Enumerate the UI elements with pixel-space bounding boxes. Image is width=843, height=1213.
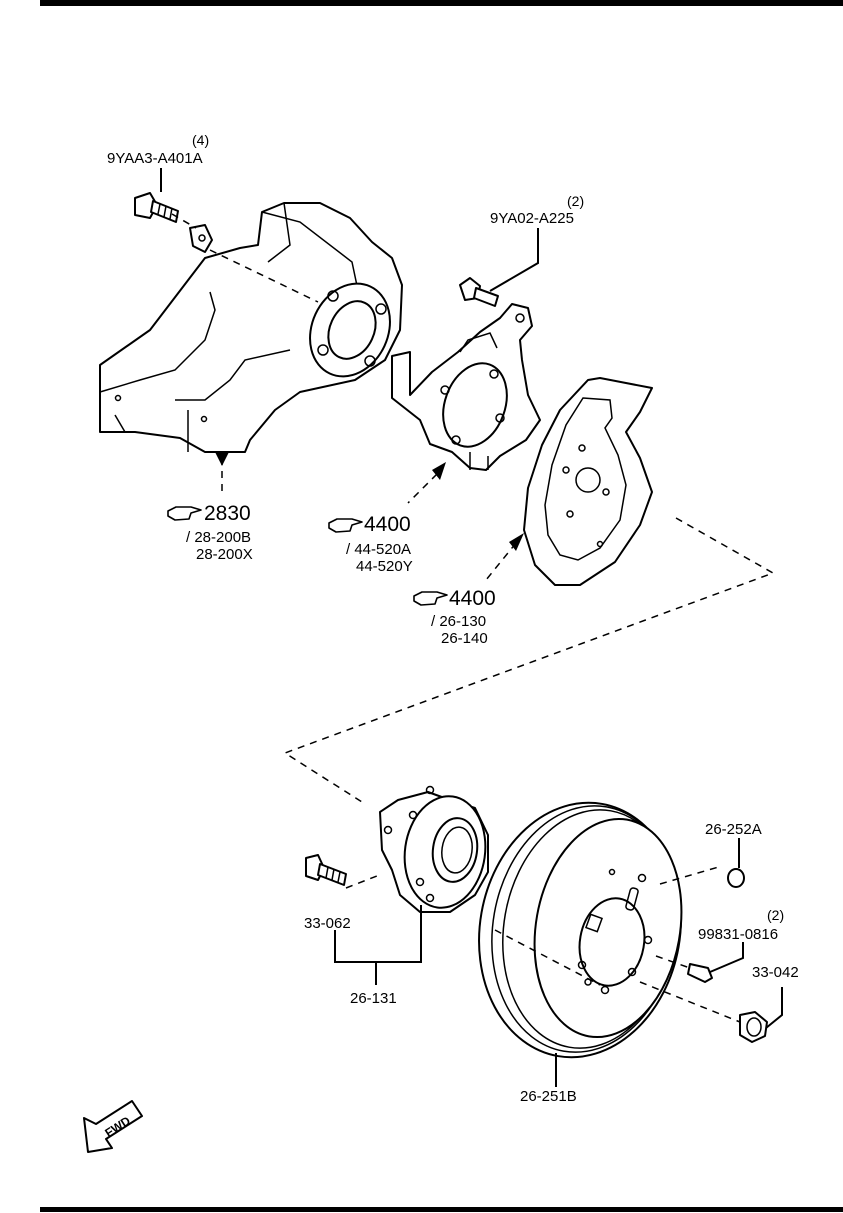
knuckle-assembly [99, 202, 403, 453]
arrowhead-knuckle [215, 452, 229, 466]
bracket-ref-part-1: / 44-520A [346, 541, 411, 558]
nut-code: 33-042 [752, 964, 799, 981]
dust-shield [523, 377, 653, 586]
hub-bolt-code: 33-062 [304, 915, 351, 932]
shield-ref-part-1: / 26-130 [431, 613, 486, 630]
knuckle-ref-part-2: 28-200X [196, 546, 253, 563]
hub-bolt [305, 854, 347, 886]
bracket-ref-part-2: 44-520Y [356, 558, 413, 575]
brake-disc [478, 801, 683, 1059]
arrowhead-shield [509, 533, 524, 551]
bracket-bolt-code: 9YA02-A225 [490, 210, 574, 227]
knuckle-bolt [134, 192, 179, 223]
knuckle-bolt-code: 9YAA3-A401A [107, 150, 203, 167]
arrowhead-bracket [432, 462, 446, 480]
knuckle-ref-part-1: / 28-200B [186, 529, 251, 546]
pointing-hand-icon [413, 591, 448, 606]
wheel-hub [379, 785, 489, 913]
disc-code: 26-251B [520, 1088, 577, 1105]
bottom-border [40, 1207, 843, 1212]
screw-qty: (2) [767, 907, 784, 923]
disc-screw [687, 963, 713, 983]
shield-ref-section: 4400 [449, 587, 496, 610]
bracket-ref-section: 4400 [364, 513, 411, 536]
bracket [391, 303, 541, 471]
leader-lines [160, 168, 783, 1087]
top-border [40, 0, 843, 6]
knuckle-bolt-qty: (4) [192, 132, 209, 148]
hub-cap [727, 868, 745, 888]
hub-code: 26-131 [350, 990, 397, 1007]
bracket-bolt [459, 277, 499, 307]
screw-code: 99831-0816 [698, 926, 778, 943]
cap-code: 26-252A [705, 821, 762, 838]
wheel-nut [739, 1011, 768, 1043]
fwd-arrow-icon: FWD [83, 1100, 143, 1153]
knuckle-ref-section: 2830 [204, 502, 251, 525]
shield-ref-part-2: 26-140 [441, 630, 488, 647]
bracket-bolt-qty: (2) [567, 193, 584, 209]
pointing-hand-icon [328, 518, 363, 533]
pointing-hand-icon [167, 506, 202, 521]
